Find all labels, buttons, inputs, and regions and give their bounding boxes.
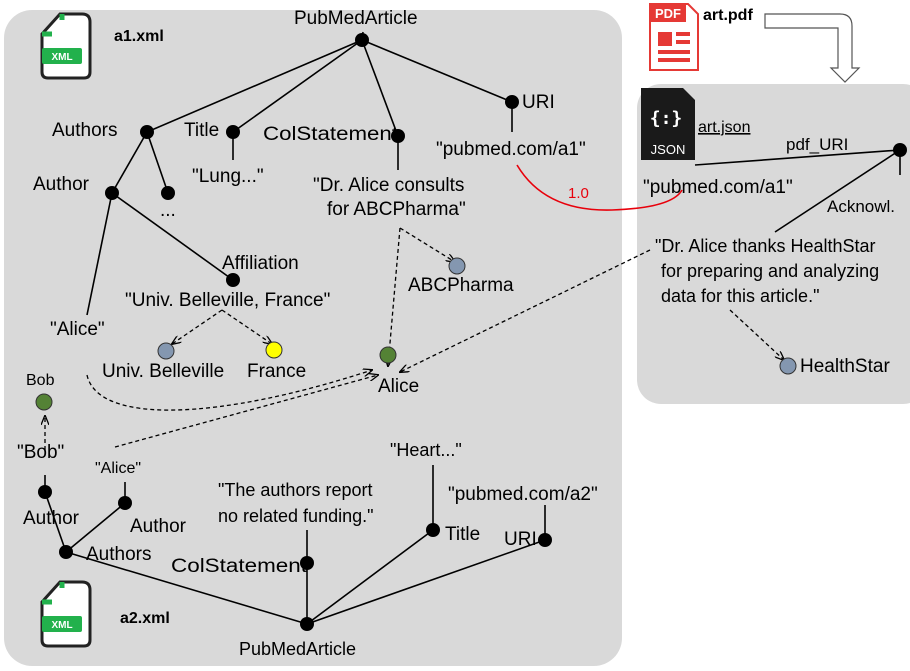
a1-uri-label: URI xyxy=(522,92,555,113)
entity-label-alice: Alice xyxy=(378,376,419,397)
uri-match-link xyxy=(516,164,683,211)
pdf-file-label: art.pdf xyxy=(703,7,753,24)
a2-title-label: Title xyxy=(445,524,480,545)
entity-label-bob: Bob xyxy=(26,372,55,389)
link-weight-label: 1.0 xyxy=(568,185,589,202)
a1-coi-value-line1: "Dr. Alice consults xyxy=(313,175,464,196)
xml-file-icon: XML xyxy=(40,12,92,80)
a1-affiliation-label: Affiliation xyxy=(222,253,299,274)
a1-title-value: "Lung..." xyxy=(192,166,264,187)
a1-uri-value: "pubmed.com/a1" xyxy=(436,139,586,160)
extraction-arrows xyxy=(45,227,784,450)
structure-nodes xyxy=(38,33,907,631)
a2-alice-value: "Alice" xyxy=(95,460,141,477)
a2-authors-label: Authors xyxy=(86,544,151,565)
a2-uri-label: URI xyxy=(504,529,537,550)
json-badge: JSON xyxy=(651,142,686,157)
a1-affiliation-value: "Univ. Belleville, France" xyxy=(125,290,330,311)
entity-node-france xyxy=(265,341,283,359)
a1-coi-value-line2: for ABCPharma" xyxy=(327,199,466,220)
a2-author1-label: Author xyxy=(23,508,80,529)
xml-panel xyxy=(4,10,622,666)
entity-node-univ xyxy=(157,342,175,360)
a1-root-label: PubMedArticle xyxy=(294,8,418,29)
a2-bob-value: "Bob" xyxy=(17,442,64,463)
conversion-arrow xyxy=(764,13,861,83)
json-pdf-uri-label: pdf_URI xyxy=(786,135,848,154)
a1-title-label: Title xyxy=(184,120,219,141)
json-pdf-uri-value: "pubmed.com/a1" xyxy=(643,177,793,198)
a2-file-label: a2.xml xyxy=(120,610,170,627)
a2-author2-label: Author xyxy=(130,516,187,537)
entity-node-healthstar xyxy=(779,357,797,375)
json-acknowl-label: Acknowl. xyxy=(827,197,895,216)
json-ack-line2: for preparing and analyzing xyxy=(661,261,879,281)
a1-file-label: a1.xml xyxy=(114,28,164,45)
json-ack-line3: data for this article." xyxy=(661,286,819,306)
a1-coi-label: ColStatement xyxy=(263,124,399,145)
a1-author-value: "Alice" xyxy=(50,319,105,340)
pdf-file-icon: PDF xyxy=(649,3,699,71)
entity-label-healthstar: HealthStar xyxy=(800,356,890,377)
pdf-badge: PDF xyxy=(655,6,681,21)
a2-coi-value-line2: no related funding." xyxy=(218,506,374,526)
xml-file-icon: XML xyxy=(40,580,92,648)
a2-uri-value: "pubmed.com/a2" xyxy=(448,484,598,505)
xml-badge: XML xyxy=(51,52,72,63)
json-ack-line1: "Dr. Alice thanks HealthStar xyxy=(655,236,876,256)
entity-node-bob xyxy=(35,393,53,411)
a1-author-label: Author xyxy=(33,174,90,195)
json-braces: {:} xyxy=(650,108,683,129)
entity-node-alice xyxy=(379,346,397,364)
json-file-icon: {:} JSON xyxy=(641,88,695,160)
xml-badge: XML xyxy=(51,620,72,631)
a2-title-value: "Heart..." xyxy=(390,440,462,460)
a2-coi-value-line1: "The authors report xyxy=(218,480,372,500)
entity-label-abcpharma: ABCPharma xyxy=(408,275,514,296)
entity-node-abcpharma xyxy=(448,257,466,275)
a1-tree-edges xyxy=(86,31,513,316)
entity-label-univ: Univ. Belleville xyxy=(102,361,224,382)
a2-tree-edges xyxy=(44,465,546,625)
a1-ellipsis: ... xyxy=(160,200,176,221)
entity-label-france: France xyxy=(247,361,306,382)
a1-authors-label: Authors xyxy=(52,120,117,141)
a2-coi-label: ColStatement xyxy=(171,556,308,577)
a2-root-label: PubMedArticle xyxy=(239,639,356,659)
json-file-label: art.json xyxy=(698,119,750,136)
